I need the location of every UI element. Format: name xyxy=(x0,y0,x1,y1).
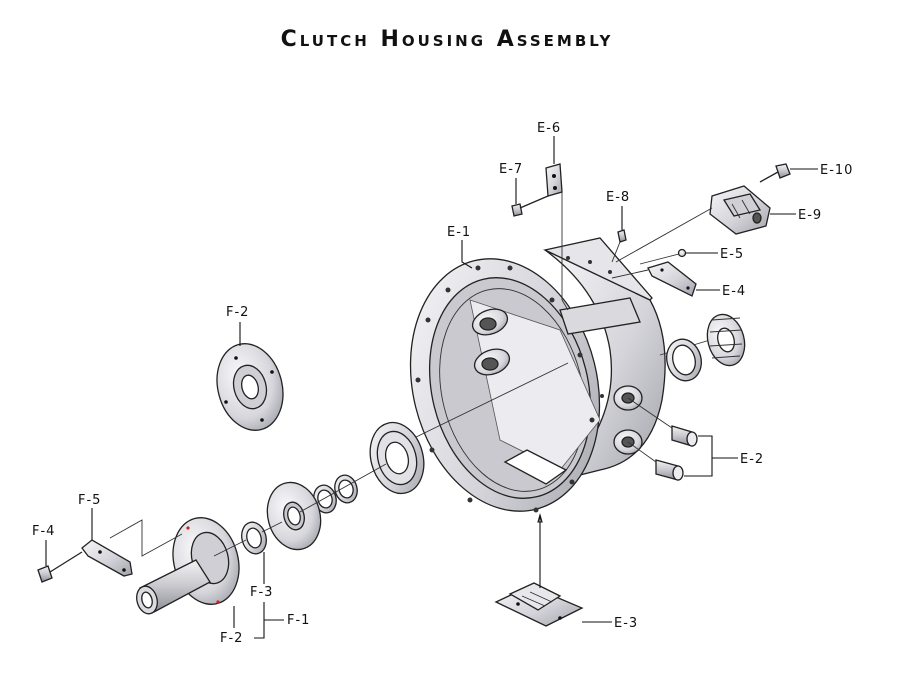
dowel-pin-lower xyxy=(655,459,684,481)
label-e6: E-6 xyxy=(537,121,561,136)
label-f2-top: F-2 xyxy=(226,305,249,320)
bearing-retainer-f2 xyxy=(216,343,284,431)
label-f3: F-3 xyxy=(250,585,273,600)
label-e2: E-2 xyxy=(740,452,764,467)
screw-e5 xyxy=(677,248,687,258)
bracket-e6 xyxy=(545,163,563,197)
ring-f3 xyxy=(241,521,267,555)
cover-plate-e3 xyxy=(494,582,584,627)
label-f2-bottom: F-2 xyxy=(220,631,243,646)
pivot-block-e9 xyxy=(709,185,771,235)
diagram-title: Clutch Housing Assembly xyxy=(281,27,614,52)
clutch-housing-e1 xyxy=(409,237,666,513)
bolt-f4 xyxy=(37,551,83,583)
label-e1: E-1 xyxy=(447,225,471,240)
pin-e8 xyxy=(617,229,627,243)
label-f5: F-5 xyxy=(78,493,101,508)
label-e9: E-9 xyxy=(798,208,822,223)
label-e7: E-7 xyxy=(499,162,523,177)
label-f1: F-1 xyxy=(287,613,310,628)
dowel-pin-upper xyxy=(671,425,698,447)
bolt-e7 xyxy=(511,195,549,217)
bearing-retainer-with-shaft xyxy=(136,517,240,615)
label-e4: E-4 xyxy=(722,284,746,299)
front-bearing xyxy=(369,421,425,495)
inspection-plate-e4 xyxy=(647,261,697,297)
bearing-cone-gear xyxy=(706,313,746,367)
label-f4: F-4 xyxy=(32,524,55,539)
assembly-axis-line xyxy=(409,362,569,441)
bearing-cup xyxy=(666,338,702,382)
bolt-e10 xyxy=(759,163,791,183)
seal-disc xyxy=(266,481,322,551)
label-e3: E-3 xyxy=(614,616,638,631)
label-e5: E-5 xyxy=(720,247,744,262)
clip-f5 xyxy=(81,539,133,577)
leader-f1-bracket xyxy=(254,602,284,639)
label-e10: E-10 xyxy=(820,163,853,178)
label-e8: E-8 xyxy=(606,190,630,205)
